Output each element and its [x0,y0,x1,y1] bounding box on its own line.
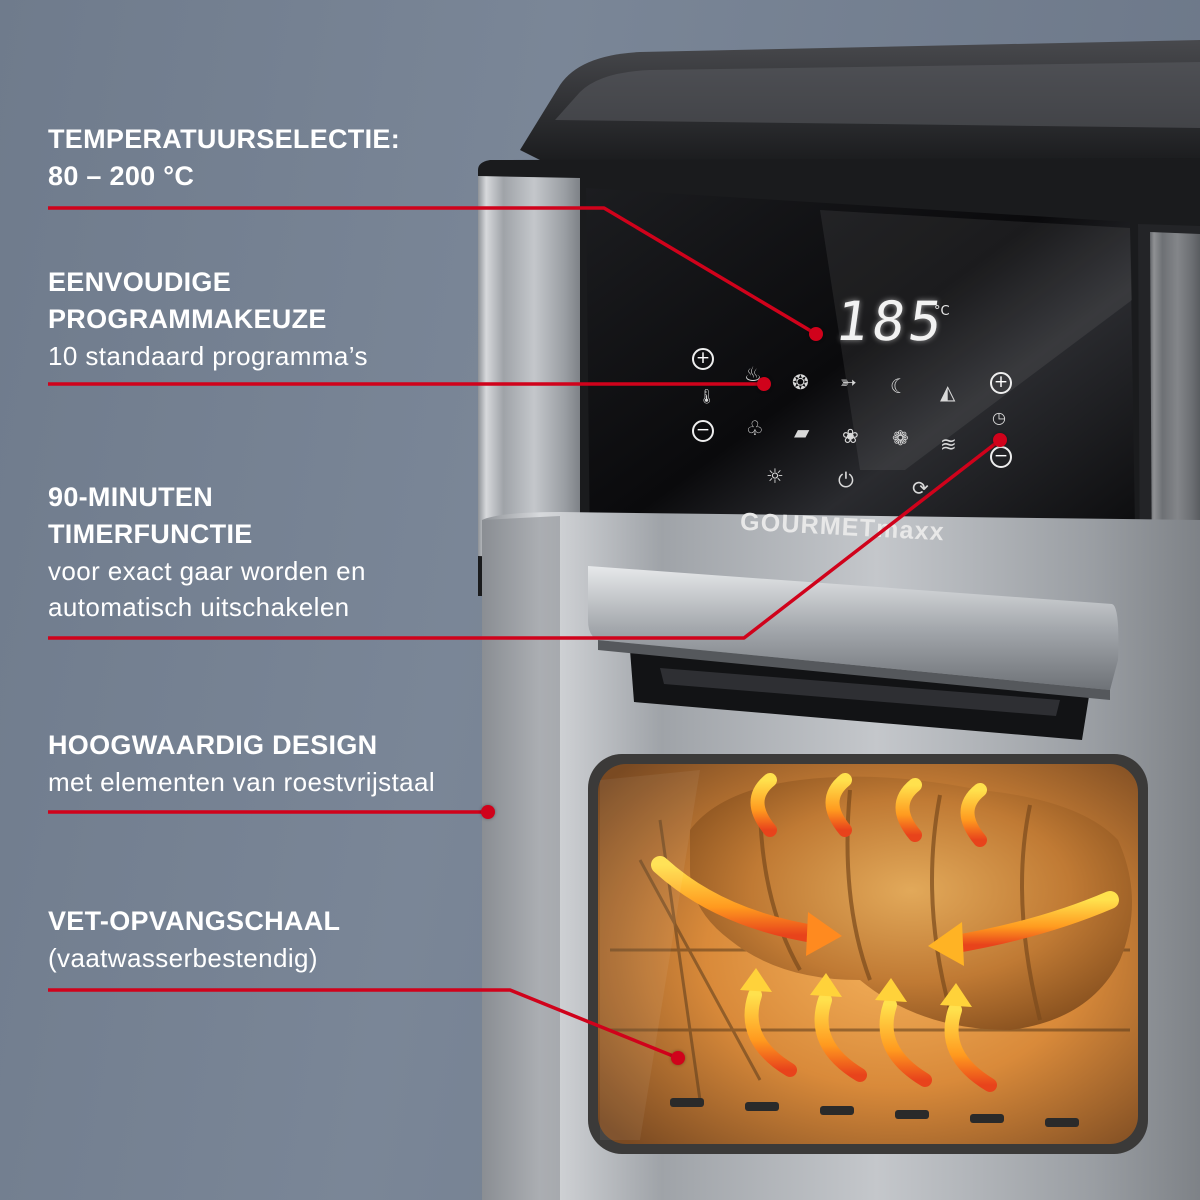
leader-line-temperature [48,206,817,336]
marker-dot-temperature [809,327,823,341]
feature-subtitle: 10 standaard programma’s [48,341,368,371]
feature-title: PROGRAMMAKEUZE [48,304,327,334]
fish-icon[interactable]: ➳ [840,370,857,394]
feature-drip-tray: VET-OPVANGSCHAAL (vaatwasserbestendig) [48,903,340,976]
marker-dot-program [757,377,771,391]
light-icon[interactable]: ☼ [766,464,784,488]
feature-title: 80 – 200 °C [48,161,195,191]
rotisserie-icon[interactable]: ⟳ [912,476,929,500]
marker-dot-design [481,805,495,819]
minus-icon[interactable]: − [692,420,714,442]
feature-subtitle: voor exact gaar worden en [48,556,366,586]
feature-timer: 90-MINUTEN TIMERFUNCTIE voor exact gaar … [48,479,366,625]
dehydrate-icon[interactable]: ≋ [940,432,957,456]
power-icon[interactable]: ⏻ [838,468,854,492]
plus-icon[interactable]: + [990,372,1012,394]
pizza-icon[interactable]: ◭ [940,380,956,404]
cake-icon[interactable]: ▰ [794,420,810,444]
feature-title: VET-OPVANGSCHAAL [48,906,341,936]
feature-subtitle: (vaatwasserbestendig) [48,943,318,973]
feature-title: HOOGWAARDIG DESIGN [48,730,378,760]
minus-icon[interactable]: − [990,446,1012,468]
marker-dot-drip-tray [671,1051,685,1065]
vegetables-icon[interactable]: ❀ [842,424,859,448]
plus-icon[interactable]: + [692,348,714,370]
feature-temperature: TEMPERATUURSELECTIE: 80 – 200 °C [48,121,400,195]
shrimp-icon[interactable]: ☾ [890,374,908,398]
thermometer-icon: 🌡 [698,389,716,405]
feature-title: 90-MINUTEN [48,482,214,512]
steak-icon[interactable]: ❁ [892,426,909,450]
feature-title: EENVOUDIGE [48,267,232,297]
drumstick-icon[interactable]: ♧ [746,416,764,440]
marker-dot-timer [993,433,1007,447]
feature-program-selection: EENVOUDIGE PROGRAMMAKEUZE 10 standaard p… [48,264,368,374]
leader-line-timer [48,438,1002,640]
temperature-unit: °C [934,304,950,319]
feature-title: TEMPERATUURSELECTIE: [48,124,401,154]
leader-line-drip-tray [48,988,679,1060]
feature-title: TIMERFUNCTIE [48,519,253,549]
feature-subtitle: met elementen van roestvrijstaal [48,767,436,797]
chicken-icon[interactable]: ❂ [792,370,809,394]
timer-icon: ◷ [992,408,1006,427]
feature-subtitle: automatisch uitschakelen [48,592,350,622]
feature-design: HOOGWAARDIG DESIGN met elementen van roe… [48,727,435,800]
